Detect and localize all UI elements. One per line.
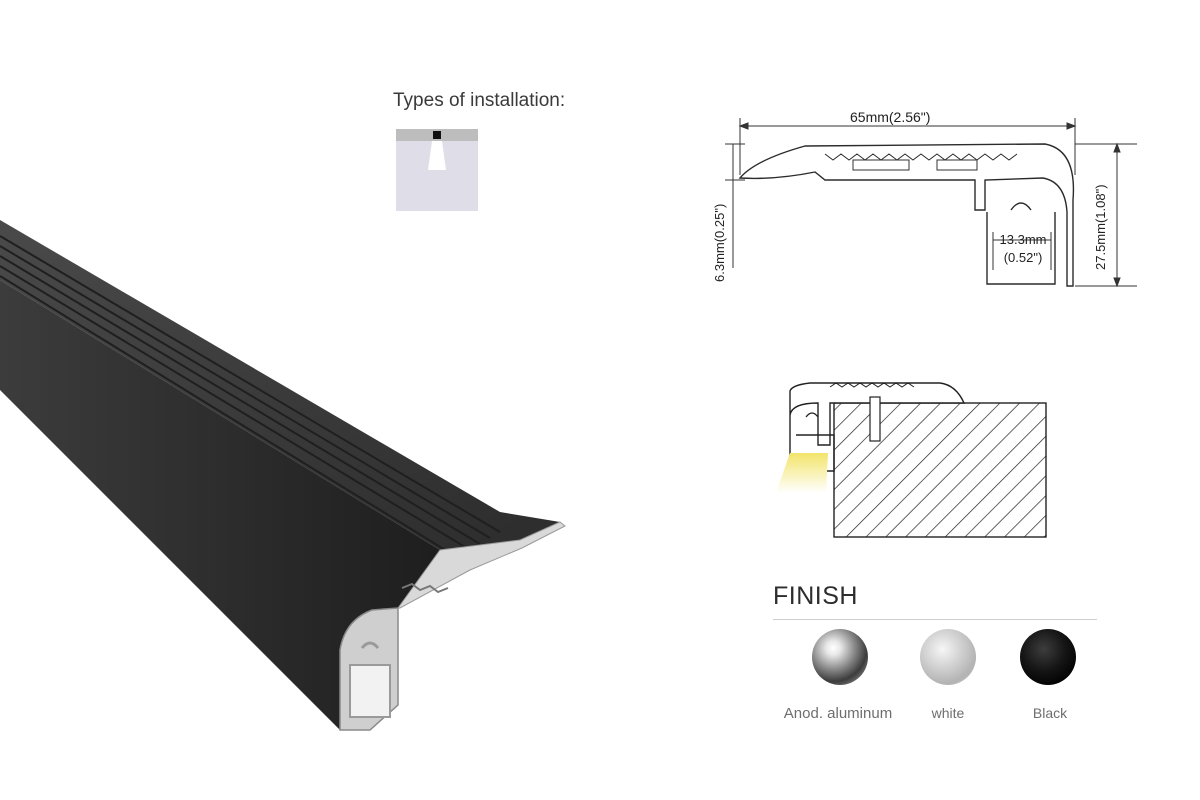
installed-screw-clip bbox=[805, 412, 819, 418]
profile-tread-end bbox=[397, 521, 566, 609]
profile-led-channel bbox=[349, 664, 391, 718]
finish-title: FINISH bbox=[773, 582, 858, 610]
height-arrow-top bbox=[1113, 142, 1121, 153]
channel-dimension-mm-label: 13.3mm bbox=[1000, 232, 1047, 247]
width-dimension-label: 65mm(2.56") bbox=[850, 109, 930, 125]
finish-swatch-white bbox=[920, 629, 976, 685]
installation-types-title: Types of installation: bbox=[393, 90, 566, 111]
finish-label-black: Black bbox=[1032, 705, 1068, 721]
finish-label-white: white bbox=[931, 705, 965, 721]
channel-screw-clip bbox=[1010, 202, 1032, 211]
profile-outline-slot-1 bbox=[852, 159, 910, 171]
profile-outline bbox=[738, 143, 1075, 287]
profile-outline-ridges bbox=[824, 153, 1018, 161]
channel-dimension-in-label: (0.52") bbox=[1004, 250, 1043, 265]
installation-screw bbox=[869, 396, 881, 442]
finish-divider bbox=[773, 619, 1097, 620]
finish-swatch-anodized-aluminum bbox=[812, 629, 868, 685]
installed-channel bbox=[789, 415, 835, 472]
profile-top-surface bbox=[0, 220, 560, 550]
installation-cross-section bbox=[776, 382, 1047, 538]
installation-type-icon bbox=[396, 129, 478, 211]
profile-tread-notches bbox=[401, 582, 449, 594]
profile-grip-ridges bbox=[0, 235, 501, 557]
lip-dimension-label: 6.3mm(0.25") bbox=[712, 204, 727, 282]
stair-nosing-profile-render bbox=[0, 220, 566, 731]
profile-screw-clip bbox=[360, 641, 380, 649]
width-arrow-right bbox=[1066, 122, 1077, 130]
height-dimension-label: 27.5mm(1.08") bbox=[1093, 184, 1108, 270]
dimension-drawing: 65mm(2.56") 6.3mm(0.25") 27.5mm(1.08") 1… bbox=[712, 109, 1137, 288]
channel-outline bbox=[986, 212, 1056, 285]
installation-icon-fixture bbox=[433, 131, 441, 139]
installed-profile-outline bbox=[789, 382, 966, 446]
finish-swatch-black bbox=[1020, 629, 1076, 685]
stair-step-concrete bbox=[833, 402, 1047, 538]
finish-label-anodized-aluminum: Anod. aluminum bbox=[783, 705, 893, 722]
installed-profile-ridges bbox=[829, 382, 915, 388]
led-light-beam bbox=[776, 453, 828, 493]
height-arrow-bottom bbox=[1113, 277, 1121, 288]
profile-outline-slot-2 bbox=[936, 159, 978, 171]
width-arrow-left bbox=[738, 122, 749, 130]
installation-icon-light-beam bbox=[428, 141, 446, 170]
profile-front-face bbox=[0, 280, 440, 730]
